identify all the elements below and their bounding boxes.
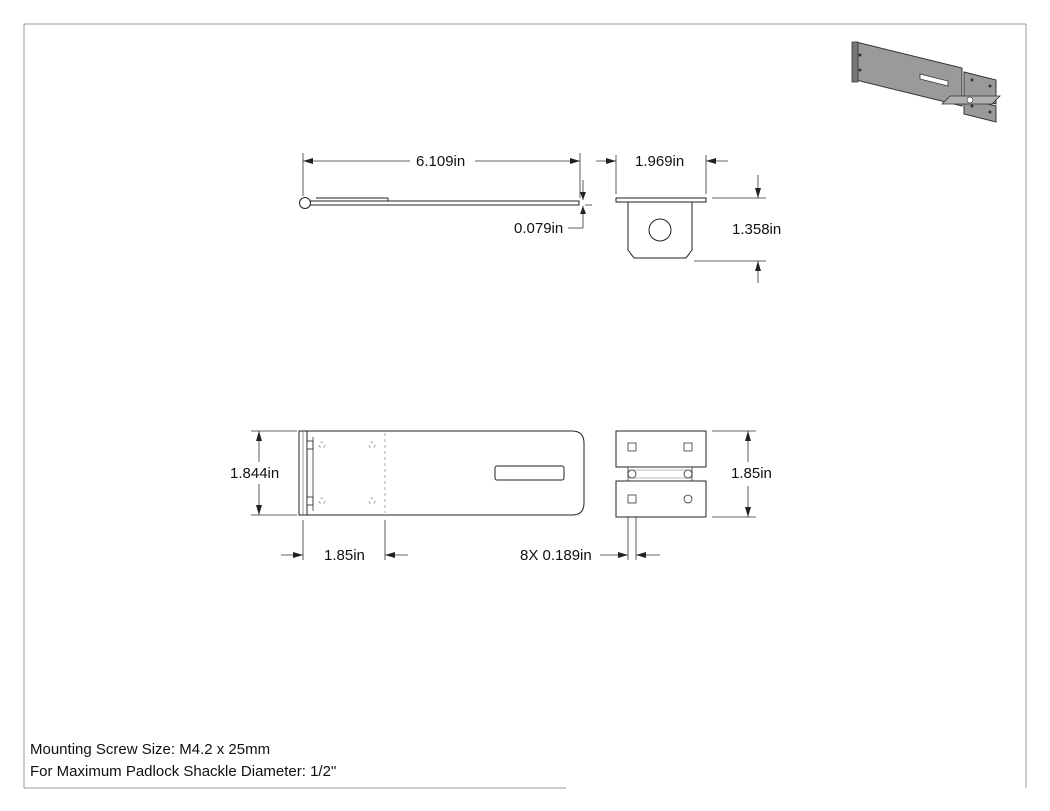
- staple-front-view: [615, 430, 707, 518]
- screw-size-note: Mounting Screw Size: M4.2 x 25mm: [30, 741, 271, 758]
- staple-width-label: 1.969in: [635, 153, 684, 170]
- side-view: [299, 197, 580, 209]
- thickness-dimension: [568, 180, 592, 229]
- isometric-view: [851, 41, 1001, 123]
- staple-height-label: 1.358in: [732, 221, 781, 238]
- hasp-width-dimension: [251, 430, 297, 516]
- drawing-border: [23, 23, 1027, 789]
- staple-width-dimension: [596, 155, 728, 194]
- drawing-notes: Mounting Screw Size: M4.2 x 25mm For Max…: [30, 739, 336, 783]
- staple-height-dimension: [694, 175, 766, 283]
- staple-plate-height-label: 1.85in: [731, 465, 772, 482]
- hinge-offset-label: 1.85in: [324, 547, 365, 564]
- length-label: 6.109in: [416, 153, 465, 170]
- hole-diameter-dimension: [600, 517, 660, 560]
- hasp-width-label: 1.844in: [230, 465, 279, 482]
- staple-plate-height-dimension: [712, 430, 756, 518]
- length-dimension: [302, 153, 581, 198]
- thickness-label: 0.079in: [514, 220, 563, 237]
- shackle-note: For Maximum Padlock Shackle Diameter: 1/…: [30, 763, 337, 780]
- hole-diameter-label: 8X 0.189in: [520, 547, 592, 564]
- staple-end-view: [615, 197, 707, 259]
- hinge-offset-dimension: [281, 520, 408, 560]
- hasp-front-view: [298, 430, 585, 516]
